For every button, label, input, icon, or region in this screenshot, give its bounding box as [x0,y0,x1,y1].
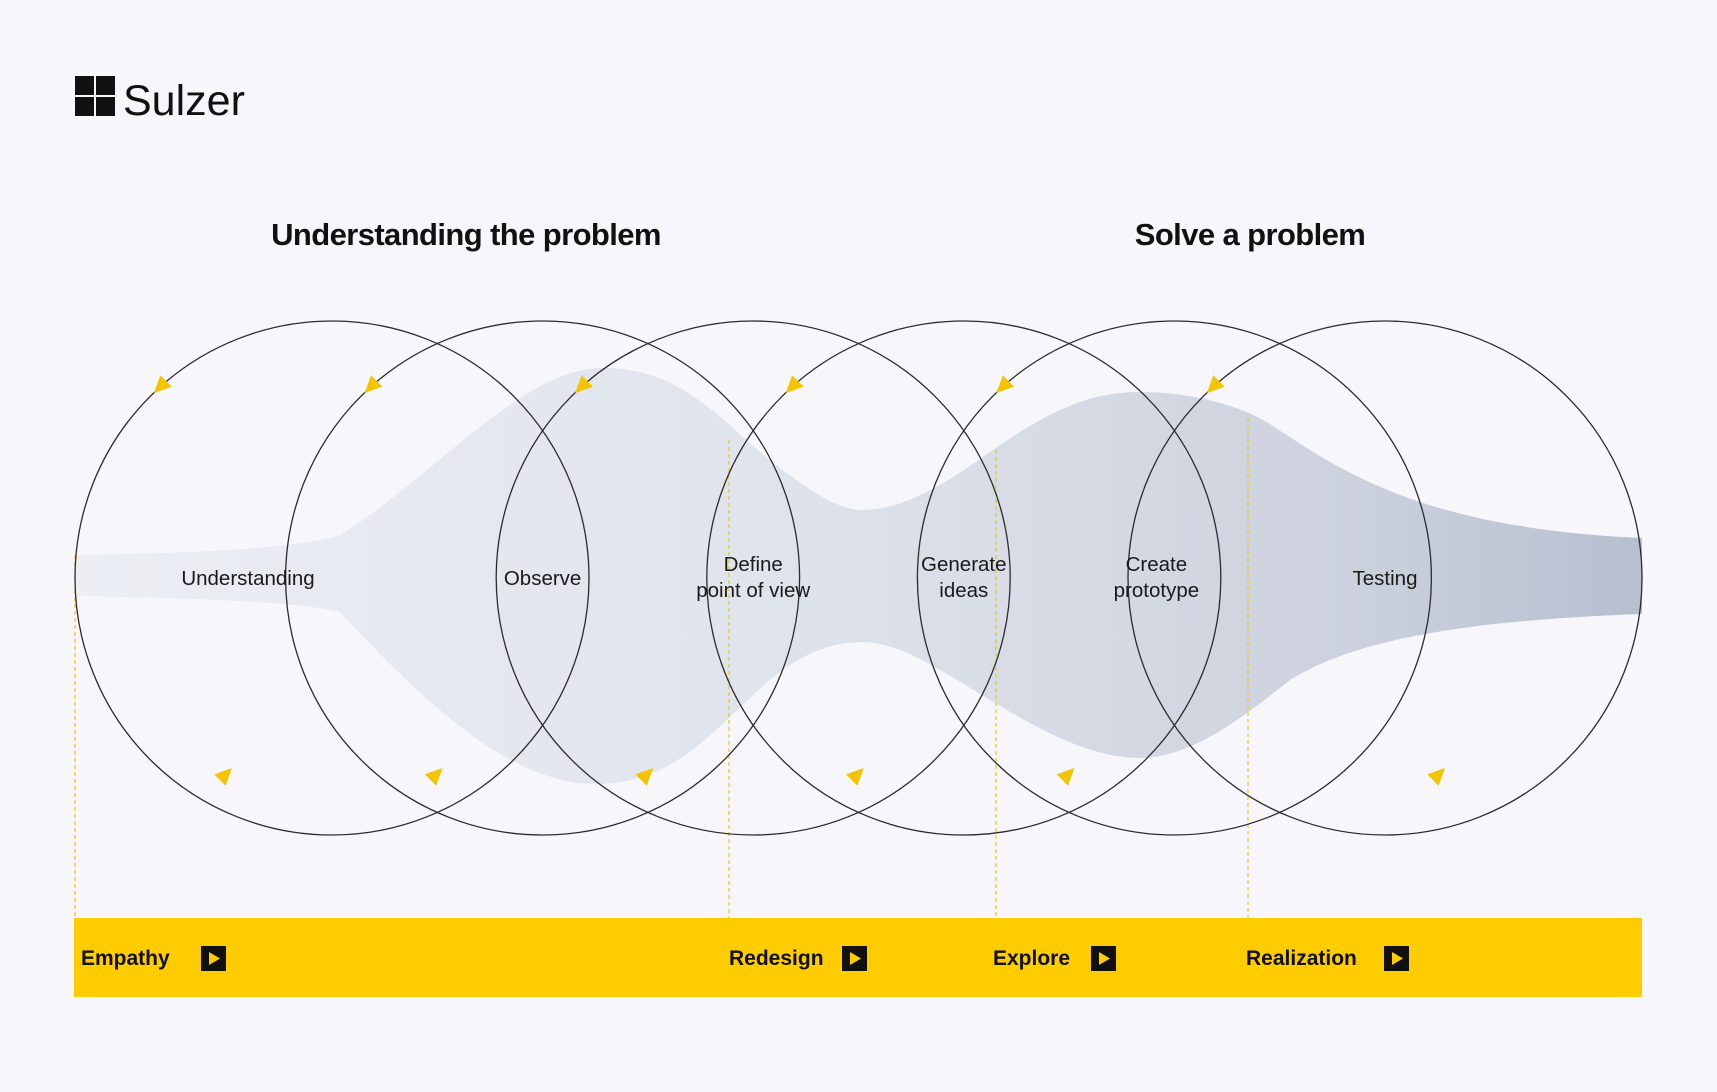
stage-label-5-line-0: Testing [1353,567,1418,590]
cycle-arrows [154,375,1445,786]
stage-circles [74,320,1643,836]
circle-define [495,320,1011,836]
phase-guide-lines [74,418,1249,918]
heading-solve: Solve a problem [1135,217,1365,252]
phase-label-realization: Realization [1246,947,1357,970]
play-icon [1384,946,1409,971]
arrow-bottom-icon-1 [424,768,443,786]
play-icon [201,946,226,971]
circle-generate [706,320,1222,836]
arrow-top-icon-3 [785,375,804,393]
logo-wordmark: Sulzer [123,77,245,125]
heading-understanding: Understanding the problem [271,217,661,252]
circle-observe [284,320,801,836]
stage-label-0-line-0: Understanding [181,567,314,590]
arrow-top-icon-5 [1207,375,1225,393]
arrow-top-icon-0 [154,375,172,393]
stage-label-4-line-1: prototype [1114,579,1199,602]
stage-label-1-line-0: Observe [504,567,581,590]
sulzer-logo: Sulzer [75,76,245,125]
stage-label-4-line-0: Create [1126,553,1188,576]
arrow-top-icon-1 [364,375,383,393]
phase-label-explore: Explore [993,947,1070,970]
arrow-top-icon-2 [575,375,593,393]
stage-label-3-line-1: ideas [939,579,988,602]
arrow-top-icon-4 [996,375,1015,393]
arrow-bottom-icon-0 [214,768,232,786]
stage-label-3-line-0: Generate [921,553,1006,576]
circle-testing [1127,320,1643,836]
stage-labels: Understanding Observe Define point of view G… [181,553,1417,602]
circle-prototype [916,320,1433,836]
four-squares-logo-icon [75,76,115,116]
arrow-bottom-icon-4 [1056,768,1075,786]
phase-label-redesign: Redesign [729,947,824,970]
arrow-bottom-icon-2 [635,768,654,786]
phase-label-empathy: Empathy [81,947,170,970]
flow-shape [75,367,1642,785]
play-icon [1091,946,1116,971]
stage-label-2-line-1: point of view [696,579,810,602]
phase-labels: Empathy Redesign Explore Realization [81,946,1409,971]
arrow-bottom-icon-3 [846,768,864,786]
stage-label-2-line-0: Define [724,553,783,576]
circle-understanding [74,320,590,836]
play-icon [842,946,867,971]
arrow-bottom-icon-5 [1427,768,1445,786]
